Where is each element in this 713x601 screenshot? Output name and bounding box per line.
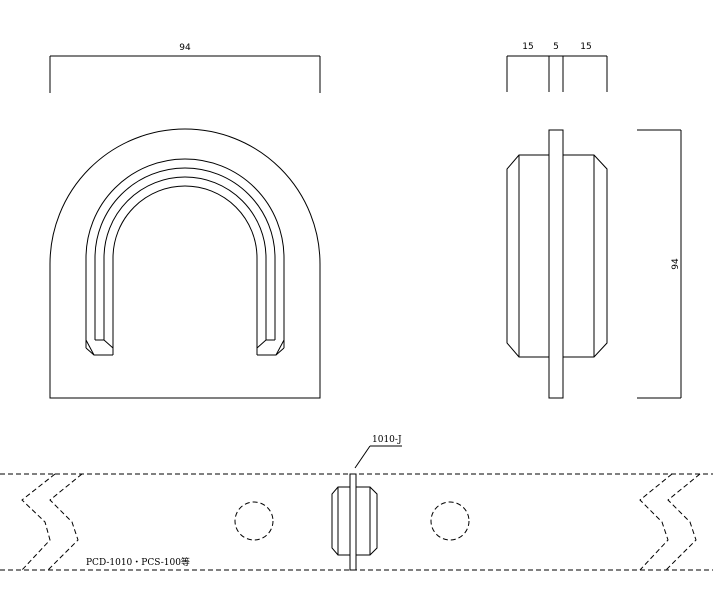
side-height-label: 94 <box>671 258 681 270</box>
side-top-dimensions: 15 5 15 <box>506 42 608 92</box>
left-break-line-2 <box>47 473 83 571</box>
front-width-label: 94 <box>179 43 191 53</box>
mounting-hole-right <box>430 501 470 541</box>
handle-ridge-inner <box>103 176 267 340</box>
part-label: 1010-J <box>372 435 402 445</box>
handle-ridge-outer <box>94 167 276 340</box>
side-dim-left: 15 <box>522 42 533 52</box>
installed-handle <box>331 473 378 571</box>
side-dim-right: 15 <box>580 42 591 52</box>
handle-inner-edge <box>112 185 258 355</box>
side-height-dimension: 94 <box>637 129 682 399</box>
side-handle-left <box>506 154 549 358</box>
side-plate <box>548 129 564 399</box>
installation-view: 1010-J PCD-1010・PCS-100等 <box>0 435 713 571</box>
handle-right-foot <box>256 339 285 356</box>
front-width-dimension: 94 <box>49 43 321 93</box>
right-break-line-1 <box>639 473 673 571</box>
right-break-line-2 <box>665 473 701 571</box>
mounting-hole-left <box>234 501 274 541</box>
panel-note: PCD-1010・PCS-100等 <box>86 556 190 568</box>
handle-left-foot <box>85 339 114 356</box>
plate-outline <box>49 128 321 399</box>
left-break-line-1 <box>21 473 56 571</box>
handle-outer-edge <box>85 158 285 340</box>
side-handle-right <box>563 154 608 358</box>
part-callout: 1010-J <box>354 435 402 469</box>
side-dim-center: 5 <box>553 42 559 52</box>
front-view: 94 <box>49 43 321 399</box>
side-view: 15 5 15 94 <box>506 42 682 399</box>
